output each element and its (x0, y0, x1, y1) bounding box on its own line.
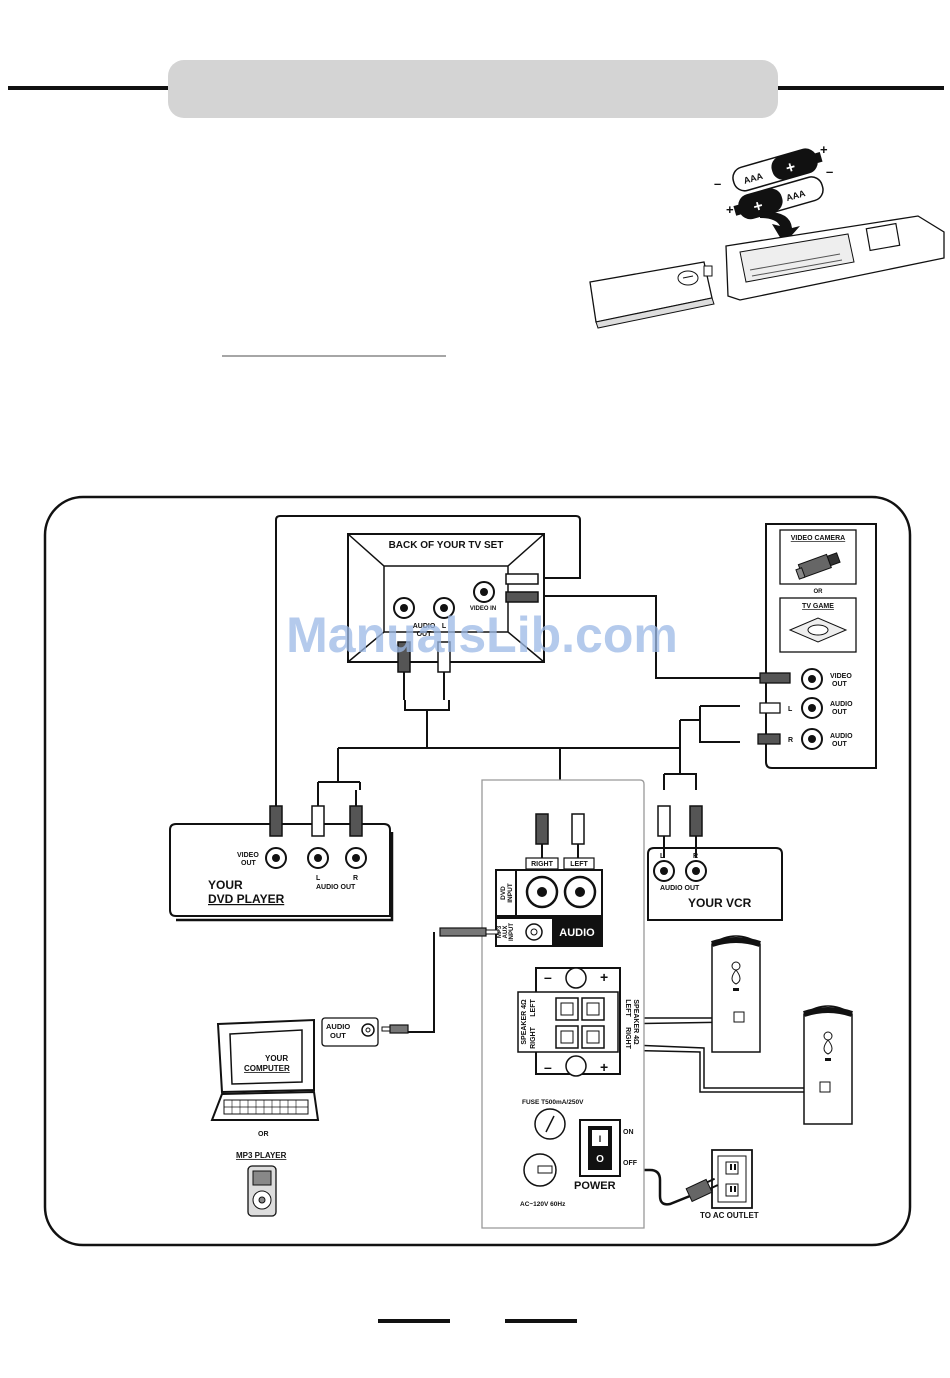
speaker-terminal-left-plus (581, 997, 605, 1021)
camera-audio-l-label-2: OUT (832, 709, 848, 716)
computer: YOUR COMPUTER AUDIO OUT OR MP3 PLAYER (210, 1017, 409, 1217)
tv-back-panel: BACK OF YOUR TV SET AUDIO OUT L VIDEO IN (347, 533, 545, 700)
speaker-left-terminal (733, 1011, 745, 1023)
tv-audio-out-label-2: OUT (417, 631, 433, 638)
computer-audio-out-label: AUDIO (326, 1022, 350, 1031)
computer-audio-out-label-2: OUT (330, 1031, 346, 1040)
speaker-unit-panel: RIGHT LEFT DVD INPUT MP3 AUX INPUT AUDIO… (439, 779, 645, 1229)
camera-audio-r-label: AUDIO (830, 733, 853, 740)
dvd-input-label: DVD (500, 886, 507, 900)
switch-on-label: ON (623, 1129, 634, 1136)
mp3-aux-label: MP3 (497, 925, 503, 938)
battery-plus: + (784, 159, 798, 178)
tv-game-icon (788, 617, 848, 643)
vcr-l-label: L (660, 853, 665, 860)
dvd-input-right-label: RIGHT (531, 861, 554, 868)
speaker-label-left-side-2: LEFT (530, 999, 537, 1017)
tv-video-in-label: VIDEO IN (470, 606, 496, 612)
speaker-right-terminal (819, 1081, 831, 1093)
vcr: L R AUDIO OUT YOUR VCR (647, 805, 783, 921)
camera-or-label: OR (814, 589, 824, 595)
camera-video-out-label: VIDEO (830, 673, 852, 680)
terminal-plus-top: + (600, 969, 608, 985)
dvd-title-2: DVD PLAYER (208, 892, 285, 906)
speaker-label-right-side: LEFT (624, 999, 631, 1017)
terminal-minus-bottom: – (544, 1059, 552, 1075)
camera-plug-l-label: L (788, 706, 793, 713)
battery-top-icon: AAA + (732, 148, 823, 192)
speaker-label-left-side-3: RIGHT (530, 1026, 537, 1049)
power-plug-icon (685, 1177, 719, 1203)
speaker-terminal-left-minus (555, 997, 579, 1021)
computer-your-label: YOUR (265, 1054, 288, 1063)
dvd-title: YOUR (208, 878, 243, 892)
terminal-minus-top: – (544, 969, 552, 985)
fuse-label: FUSE T500mA/250V (522, 1099, 584, 1106)
ac-outlet: TO AC OUTLET (685, 1149, 759, 1220)
mp3-player-label: MP3 PLAYER (236, 1151, 287, 1160)
switch-off-label: OFF (623, 1160, 638, 1167)
battery-plus: + (751, 197, 765, 216)
power-label: POWER (574, 1180, 616, 1192)
remote-body-icon (725, 215, 945, 301)
header (8, 60, 944, 357)
computer-label: COMPUTER (244, 1064, 290, 1073)
speaker-left (711, 935, 761, 1053)
speaker-right (803, 1005, 853, 1125)
watermark: ManualsLib.com (286, 607, 678, 663)
polarity-plus: + (726, 202, 734, 217)
speaker-label-right-side-2: RIGHT (624, 1027, 631, 1050)
remote-cover-icon (589, 261, 715, 329)
dvd-input-left-label: LEFT (570, 861, 588, 868)
speaker-terminal-right-plus (581, 1025, 605, 1049)
battery-illustration: AAA + + AAA + – – + (589, 142, 945, 329)
camera-plug-r-label: R (788, 737, 793, 744)
tv-l-label: L (442, 623, 447, 630)
dvd-r-label: R (353, 875, 358, 882)
camera-video-out-label-2: OUT (832, 681, 848, 688)
speaker-terminal-right-minus (555, 1025, 579, 1049)
ac-rating-label: AC~120V 60Hz (520, 1201, 566, 1208)
dvd-video-out-label-2: OUT (241, 860, 257, 867)
terminal-plus-bottom: + (600, 1059, 608, 1075)
tv-game-label: TV GAME (802, 603, 834, 610)
dvd-input-label-2: INPUT (507, 883, 514, 903)
video-camera-icon (795, 552, 841, 580)
tv-title: BACK OF YOUR TV SET (389, 540, 504, 551)
dvd-video-out-label: VIDEO (237, 852, 259, 859)
ac-outlet-label: TO AC OUTLET (700, 1211, 759, 1220)
mp3-player-icon (247, 1165, 277, 1217)
computer-or-label: OR (258, 1131, 269, 1138)
dvd-l-label: L (316, 875, 321, 882)
dvd-player: VIDEO OUT L R AUDIO OUT YOUR DVD PLAYER (169, 790, 394, 922)
video-camera-label: VIDEO CAMERA (791, 535, 845, 542)
tv-audio-out-label: AUDIO (413, 623, 436, 630)
camera-audio-r-label-2: OUT (832, 741, 848, 748)
polarity-plus: + (820, 142, 828, 157)
polarity-minus: – (826, 164, 833, 179)
vcr-title: YOUR VCR (688, 896, 752, 910)
switch-on-mark: I (599, 1134, 602, 1144)
switch-off-mark: O (596, 1154, 604, 1165)
dvd-audio-out-label: AUDIO OUT (316, 884, 356, 891)
battery-bottom-icon: + AAA (733, 176, 824, 220)
header-title-bar (168, 60, 778, 118)
speaker-label-right-side-3: SPEAKER 4Ω (632, 999, 639, 1045)
vcr-audio-out-label: AUDIO OUT (660, 885, 700, 892)
polarity-minus: – (714, 176, 721, 191)
camera-panel: VIDEO CAMERA OR TV GAME VIDEO OUT AUDIO … (757, 523, 877, 769)
camera-audio-l-label: AUDIO (830, 701, 853, 708)
audio-badge: AUDIO (559, 927, 595, 939)
mp3-aux-label-3: INPUT (509, 923, 515, 941)
speaker-label-left-side: SPEAKER 4Ω (521, 999, 528, 1045)
mp3-aux-label-2: AUX (503, 926, 509, 939)
diagram-frame (43, 495, 912, 1247)
